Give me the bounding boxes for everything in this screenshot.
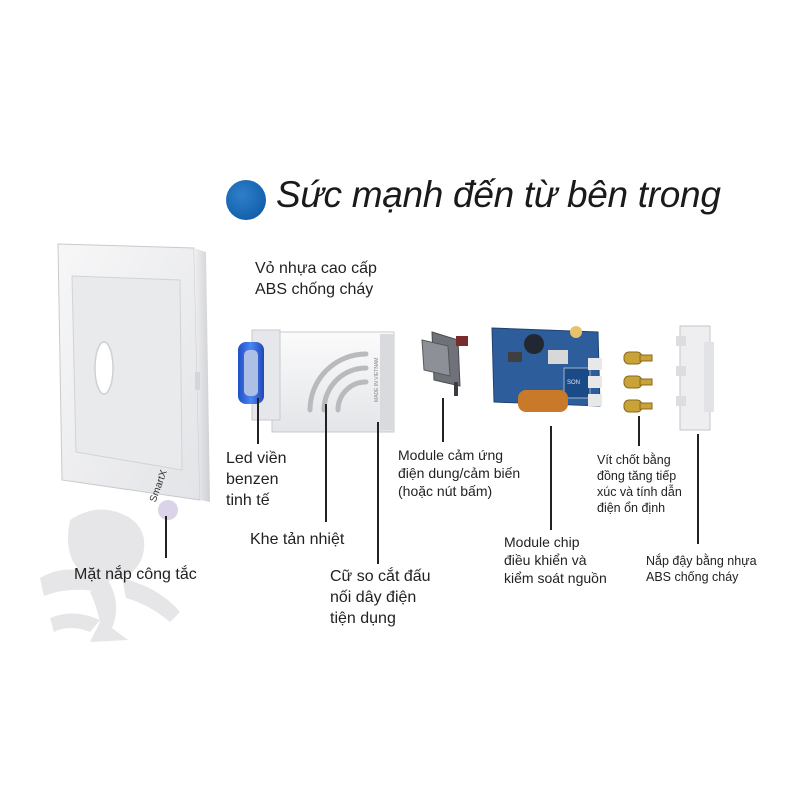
leader-line-heat-slot xyxy=(325,404,327,522)
leader-line-led xyxy=(257,398,259,444)
label-led: Led viền benzen tinh tế xyxy=(226,448,287,511)
heat-slot-waves-icon xyxy=(302,346,372,416)
label-housing: Vỏ nhựa cao cấp ABS chống cháy xyxy=(255,258,377,300)
leader-line-sensor xyxy=(442,398,444,442)
label-heat-slot: Khe tản nhiệt xyxy=(250,529,344,550)
switch-face-plate xyxy=(54,240,214,515)
leader-line-screws xyxy=(638,416,640,446)
svg-text:SON: SON xyxy=(567,380,580,386)
leader-line-back-cover xyxy=(697,434,699,544)
back-cover xyxy=(674,322,718,434)
label-face-cover: Mặt nắp công tắc xyxy=(74,564,197,585)
chip-control-module: SON xyxy=(488,322,618,427)
title-bullet-icon xyxy=(226,180,266,220)
label-chip-module: Module chip điều khiển và kiểm soát nguồ… xyxy=(504,533,607,587)
label-back-cover: Nắp đậy bằng nhựa ABS chống cháy xyxy=(646,553,757,585)
label-screws: Vít chốt bằng đồng tăng tiếp xúc và tính… xyxy=(597,452,682,516)
svg-text:MADE IN VIETNAM: MADE IN VIETNAM xyxy=(374,358,380,402)
page-title: Sức mạnh đến từ bên trong xyxy=(276,174,721,216)
brass-screws xyxy=(620,346,660,418)
label-sensor-module: Module cảm ứng điện dung/cảm biến (hoặc … xyxy=(398,446,520,500)
leader-line-chip xyxy=(550,426,552,530)
sensor-module xyxy=(418,322,478,402)
leader-line-terminal xyxy=(377,422,379,564)
leader-line-face-cover xyxy=(165,516,167,558)
label-terminal: Cữ so cắt đấu nối dây điện tiện dụng xyxy=(330,566,431,629)
